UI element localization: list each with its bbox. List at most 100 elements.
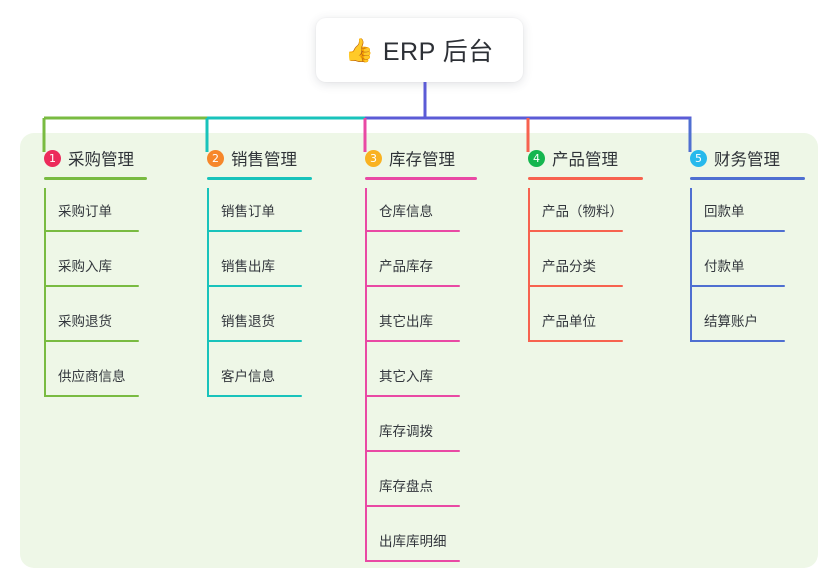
branch-spine	[44, 188, 46, 397]
branch-item-list: 采购订单采购入库采购退货供应商信息	[44, 188, 139, 408]
branch-column-1: 1 采购管理采购订单采购入库采购退货供应商信息	[44, 140, 147, 408]
branch-number-badge: 5	[690, 149, 707, 167]
branch-header-underline	[365, 177, 477, 180]
branch-item[interactable]: 产品（物料）	[528, 188, 623, 243]
branch-number-badge: 3	[365, 149, 382, 167]
branch-spine	[365, 188, 367, 562]
branch-item-underline	[207, 340, 302, 342]
branch-item[interactable]: 结算账户	[690, 298, 785, 353]
branch-item-underline	[365, 505, 460, 507]
branch-item-label: 仓库信息	[379, 204, 433, 219]
branch-column-5: 5 财务管理回款单付款单结算账户	[690, 140, 805, 353]
branch-header-3[interactable]: 3 库存管理	[365, 140, 477, 180]
branch-item-label: 供应商信息	[58, 369, 126, 384]
branch-item-label: 采购入库	[58, 259, 112, 274]
branch-header-4[interactable]: 4 产品管理	[528, 140, 643, 180]
root-node-card[interactable]: 👍 ERP 后台	[316, 18, 523, 82]
branch-item[interactable]: 库存盘点	[365, 463, 460, 518]
branch-item-underline	[365, 285, 460, 287]
branch-item[interactable]: 供应商信息	[44, 353, 139, 408]
branch-spine	[528, 188, 530, 342]
branch-item[interactable]: 产品单位	[528, 298, 623, 353]
branches-panel	[20, 133, 818, 568]
branch-item[interactable]: 销售出库	[207, 243, 302, 298]
branch-spine	[690, 188, 692, 342]
branch-item[interactable]: 销售订单	[207, 188, 302, 243]
branch-item-label: 结算账户	[704, 314, 758, 329]
branch-item-underline	[44, 340, 139, 342]
branch-item-label: 产品库存	[379, 259, 433, 274]
branch-item-underline	[690, 340, 785, 342]
branch-item-underline	[207, 285, 302, 287]
branch-item-label: 库存盘点	[379, 479, 433, 494]
root-node-title: ERP 后台	[382, 38, 494, 66]
branch-item-underline	[365, 560, 460, 562]
branch-item[interactable]: 其它出库	[365, 298, 460, 353]
root-node-content: 👍 ERP 后台	[345, 32, 494, 68]
branch-header-5[interactable]: 5 财务管理	[690, 140, 805, 180]
branch-item-list: 产品（物料） 产品分类产品单位	[528, 188, 623, 353]
branch-item-underline	[528, 230, 623, 232]
branch-item[interactable]: 产品分类	[528, 243, 623, 298]
branch-item-label: 客户信息	[221, 369, 275, 384]
branch-item-label: 出库库明细	[379, 534, 447, 549]
branch-column-2: 2 销售管理销售订单销售出库销售退货客户信息	[207, 140, 312, 408]
branch-column-3: 3 库存管理仓库信息产品库存其它出库其它入库库存调拨库存盘点出库库明细	[365, 140, 477, 573]
branch-item-label: 产品分类	[542, 259, 596, 274]
branch-number-badge: 4	[528, 149, 545, 167]
branch-item-underline	[365, 395, 460, 397]
branch-item-label: 其它出库	[379, 314, 433, 329]
branch-item[interactable]: 仓库信息	[365, 188, 460, 243]
branch-item-label: 采购退货	[58, 314, 112, 329]
branch-header-underline	[44, 177, 147, 180]
branch-spine	[207, 188, 209, 397]
branch-header-underline	[528, 177, 643, 180]
branch-item[interactable]: 出库库明细	[365, 518, 460, 573]
branch-item-label: 其它入库	[379, 369, 433, 384]
branch-item-label: 付款单	[704, 259, 745, 274]
branch-column-4: 4 产品管理产品（物料） 产品分类产品单位	[528, 140, 643, 353]
branch-item-label: 回款单	[704, 204, 745, 219]
branch-item-underline	[690, 230, 785, 232]
branch-item-underline	[207, 395, 302, 397]
branch-item[interactable]: 付款单	[690, 243, 785, 298]
branch-number-badge: 2	[207, 149, 224, 167]
branch-item[interactable]: 客户信息	[207, 353, 302, 408]
branch-header-label: 销售管理	[231, 151, 297, 169]
branch-item-underline	[528, 340, 623, 342]
branch-item[interactable]: 库存调拨	[365, 408, 460, 463]
branch-item-label: 产品单位	[542, 314, 596, 329]
branch-item-underline	[528, 285, 623, 287]
branch-item-underline	[207, 230, 302, 232]
branch-item-label: 销售出库	[221, 259, 275, 274]
branch-item[interactable]: 采购入库	[44, 243, 139, 298]
branch-header-label: 财务管理	[714, 151, 780, 169]
branch-number-badge: 1	[44, 149, 61, 167]
branch-item-list: 销售订单销售出库销售退货客户信息	[207, 188, 302, 408]
branch-item-list: 回款单付款单结算账户	[690, 188, 785, 353]
branch-item-label: 采购订单	[58, 204, 112, 219]
branch-header-2[interactable]: 2 销售管理	[207, 140, 312, 180]
branch-item[interactable]: 销售退货	[207, 298, 302, 353]
branch-item-underline	[44, 285, 139, 287]
thumbs-up-icon: 👍	[345, 36, 374, 63]
branch-item[interactable]: 采购订单	[44, 188, 139, 243]
branch-item[interactable]: 其它入库	[365, 353, 460, 408]
branch-item[interactable]: 采购退货	[44, 298, 139, 353]
branch-item-underline	[44, 395, 139, 397]
branch-item-underline	[690, 285, 785, 287]
branch-item-underline	[365, 340, 460, 342]
branch-item[interactable]: 回款单	[690, 188, 785, 243]
branch-header-label: 库存管理	[389, 151, 455, 169]
branch-header-1[interactable]: 1 采购管理	[44, 140, 147, 180]
branch-item[interactable]: 产品库存	[365, 243, 460, 298]
branch-item-underline	[365, 230, 460, 232]
branch-header-label: 产品管理	[552, 151, 618, 169]
branch-header-underline	[690, 177, 805, 180]
branch-item-label: 库存调拨	[379, 424, 433, 439]
branch-item-list: 仓库信息产品库存其它出库其它入库库存调拨库存盘点出库库明细	[365, 188, 460, 573]
branch-header-label: 采购管理	[68, 151, 134, 169]
branch-item-label: 产品（物料）	[542, 204, 623, 219]
